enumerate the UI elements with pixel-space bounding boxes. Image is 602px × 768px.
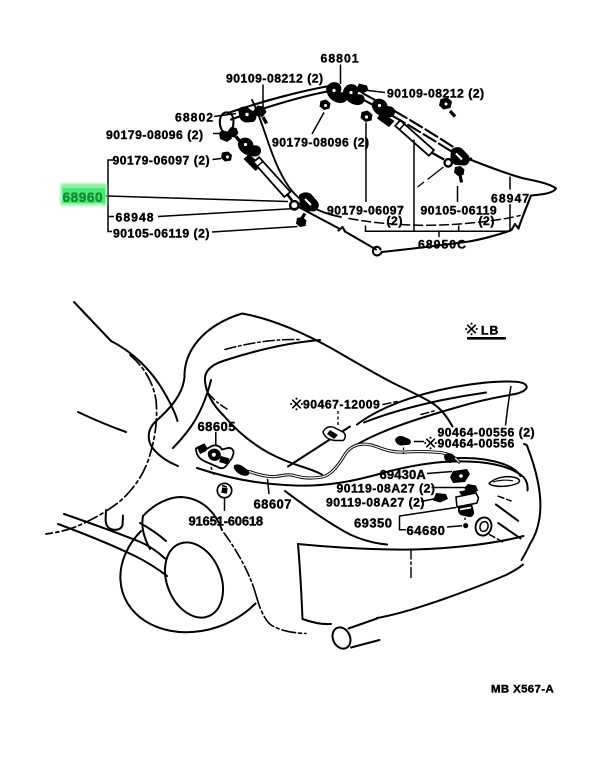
- svg-text:68802: 68802: [175, 111, 214, 125]
- svg-text:(2): (2): [479, 214, 495, 228]
- svg-text:68607: 68607: [254, 497, 292, 512]
- svg-text:90119-08A27 (2): 90119-08A27 (2): [337, 482, 436, 496]
- svg-text:90179-06097 (2): 90179-06097 (2): [113, 154, 211, 168]
- svg-text:90109-08212 (2): 90109-08212 (2): [387, 87, 485, 101]
- svg-text:MB X567-A: MB X567-A: [491, 684, 554, 696]
- svg-text:90109-08212 (2): 90109-08212 (2): [226, 72, 324, 86]
- svg-text:LB: LB: [481, 324, 499, 338]
- svg-text:90179-08096 (2): 90179-08096 (2): [106, 128, 204, 142]
- svg-text:68605: 68605: [198, 419, 236, 434]
- svg-text:69430A: 69430A: [380, 467, 427, 482]
- svg-text:68950C: 68950C: [418, 238, 467, 252]
- svg-text:90105-06119 (2): 90105-06119 (2): [113, 227, 210, 241]
- svg-text:90179-08096 (2): 90179-08096 (2): [272, 136, 370, 150]
- svg-text:90464-00556 (2): 90464-00556 (2): [438, 426, 536, 440]
- svg-text:90467-12009: 90467-12009: [303, 398, 380, 412]
- svg-text:90464-00556: 90464-00556: [438, 437, 515, 451]
- svg-text:68801: 68801: [321, 52, 360, 66]
- svg-text:69350: 69350: [354, 515, 392, 530]
- svg-text:(2): (2): [387, 214, 403, 228]
- svg-text:90105-06119: 90105-06119: [421, 204, 498, 218]
- svg-text:90179-06097: 90179-06097: [327, 204, 404, 218]
- svg-text:68960: 68960: [63, 190, 104, 205]
- svg-text:91651-60618: 91651-60618: [189, 514, 263, 529]
- svg-text:68947: 68947: [491, 192, 530, 206]
- svg-text:64680: 64680: [407, 523, 446, 538]
- svg-text:68948: 68948: [116, 211, 155, 225]
- svg-text:90119-08A27 (2): 90119-08A27 (2): [326, 496, 425, 510]
